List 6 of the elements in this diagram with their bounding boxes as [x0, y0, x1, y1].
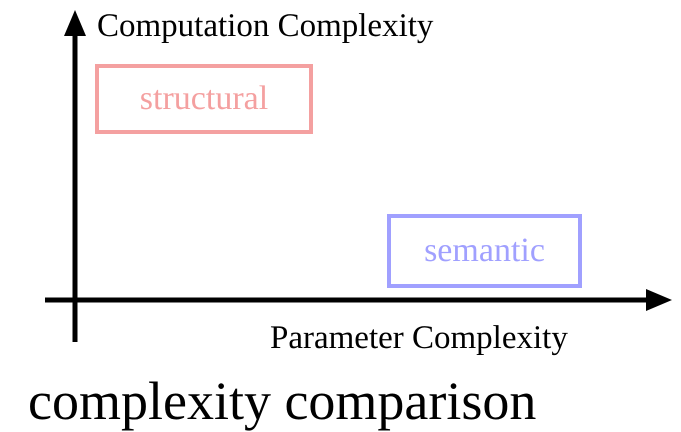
category-box: [387, 214, 582, 288]
category-box: [95, 64, 313, 134]
y-axis-title: Computation Complexity: [97, 10, 434, 43]
category-label: semantic: [424, 232, 545, 270]
category-label: structural: [140, 80, 268, 118]
x-axis-title: Parameter Complexity: [270, 322, 568, 355]
